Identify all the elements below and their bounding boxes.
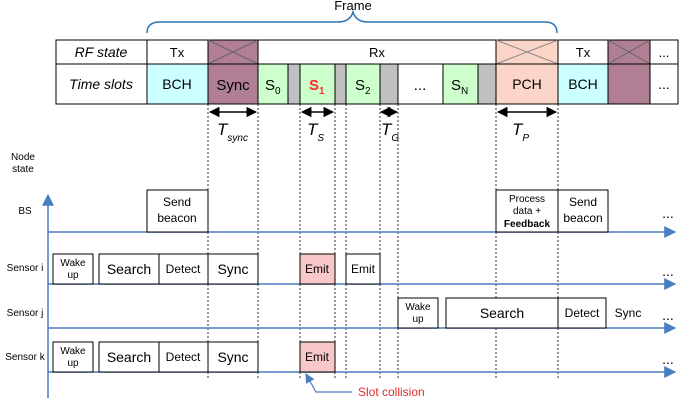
row-label-bs: BS [18,206,32,217]
sj-wake-l2: up [412,314,424,325]
bs-send-beacon-1-l1: Send [163,195,191,209]
slot-sn-sub: N [461,86,468,97]
row-label-sensor-j: Sensor j [7,308,44,319]
guard-1 [334,63,347,105]
node-state-label-2: state [12,164,34,175]
rf-tx-1: Tx [170,45,185,60]
slot-sn: S [451,77,461,94]
sk-wake-l2: up [67,358,79,369]
t-s: T [307,120,319,139]
sk-sync: Sync [217,349,248,365]
row-sensor-i: Sensor i Wake up Search Detect Sync Emit… [7,253,677,290]
time-slots-label: Time slots [69,76,133,92]
t-s-sub: S [317,133,324,144]
si-detect: Detect [166,262,201,276]
t-p: T [512,120,524,139]
slot-collision-label: Slot collision [358,385,425,399]
slot-end-ellipsis: ... [658,76,670,92]
slot-s0-sub: 0 [275,86,281,97]
slot-bch-1: BCH [162,76,192,92]
sk-emit: Emit [305,350,330,364]
slot-s2-sub: 2 [365,86,371,97]
slot-sync-2 [607,63,651,105]
si-wake-l1: Wake [60,258,86,269]
guard-n [477,63,497,105]
svg-text:S0: S0 [265,77,281,97]
rf-ellipsis: ... [659,45,670,60]
svg-text:TS: TS [307,120,324,144]
bs-process-l3: Feedback [504,219,551,230]
row-sensor-k: Sensor k Wake up Search Detect Sync Emit… [5,341,677,378]
t-sync-sub: sync [227,133,248,144]
bs-send-beacon-2-l2: beacon [563,211,602,225]
duration-markers: Tsync TS TG TP [208,106,558,144]
si-emit-1: Emit [305,262,330,276]
guard-2 [379,63,399,105]
row-sensor-j: Sensor j Wake up Search Detect Sync ... [7,297,677,334]
rf-state-label: RF state [75,44,128,60]
sk-wake-l1: Wake [60,346,86,357]
slot-s2: S [355,77,365,94]
header-table: RF state Time slots Tx Rx Tx ... BC [55,39,679,105]
slot-collision-callout: Slot collision [305,373,425,399]
sj-search: Search [480,305,524,321]
sj-sync: Sync [615,306,642,320]
sk-ellipsis: ... [662,351,674,367]
dashed-guides [207,104,559,378]
guard-0 [287,63,301,105]
rf-rx: Rx [369,45,385,60]
slot-pch: PCH [512,76,542,92]
si-search: Search [107,261,151,277]
frame-label: Frame [334,0,372,13]
svg-text:S2: S2 [355,77,371,97]
frame-brace: Frame [146,0,558,34]
row-label-sensor-k: Sensor k [5,352,45,363]
svg-text:Tsync: Tsync [217,120,248,144]
rf-tx-2: Tx [576,45,591,60]
slot-sync: Sync [216,77,250,94]
bs-ellipsis: ... [662,205,674,221]
slot-bch-2: BCH [568,76,598,92]
si-ellipsis: ... [662,263,674,279]
slot-ellipsis: ... [414,77,427,94]
slot-s0: S [265,77,275,94]
bs-send-beacon-2-l1: Send [569,195,597,209]
si-sync: Sync [217,261,248,277]
t-g-sub: G [391,133,399,144]
svg-text:TG: TG [381,120,399,144]
sk-detect: Detect [166,350,201,364]
svg-text:TP: TP [512,120,529,144]
bs-process-l1: Process [509,194,545,205]
slot-s1: S [309,77,319,94]
sk-search: Search [107,349,151,365]
t-g: T [381,120,393,139]
svg-text:S1: S1 [309,77,325,97]
sj-detect: Detect [565,306,600,320]
bs-send-beacon-1-l2: beacon [157,211,196,225]
si-emit-2: Emit [351,262,376,276]
svg-text:SN: SN [451,77,468,97]
sj-ellipsis: ... [662,307,674,323]
sj-wake-l1: Wake [405,302,431,313]
bs-process-l2: data + [513,206,541,217]
row-label-sensor-i: Sensor i [7,263,44,274]
t-p-sub: P [522,133,529,144]
rf-off-1 [207,39,259,65]
row-bs: BS Send beacon Process data + Feedback S… [18,189,677,238]
node-state-label-1: Node [11,152,35,163]
slot-s1-sub: 1 [319,86,325,97]
t-sync: T [217,120,229,139]
si-wake-l2: up [67,270,79,281]
rf-off-2 [495,39,559,65]
rf-off-3 [607,39,651,65]
collision-arrow [305,373,352,393]
